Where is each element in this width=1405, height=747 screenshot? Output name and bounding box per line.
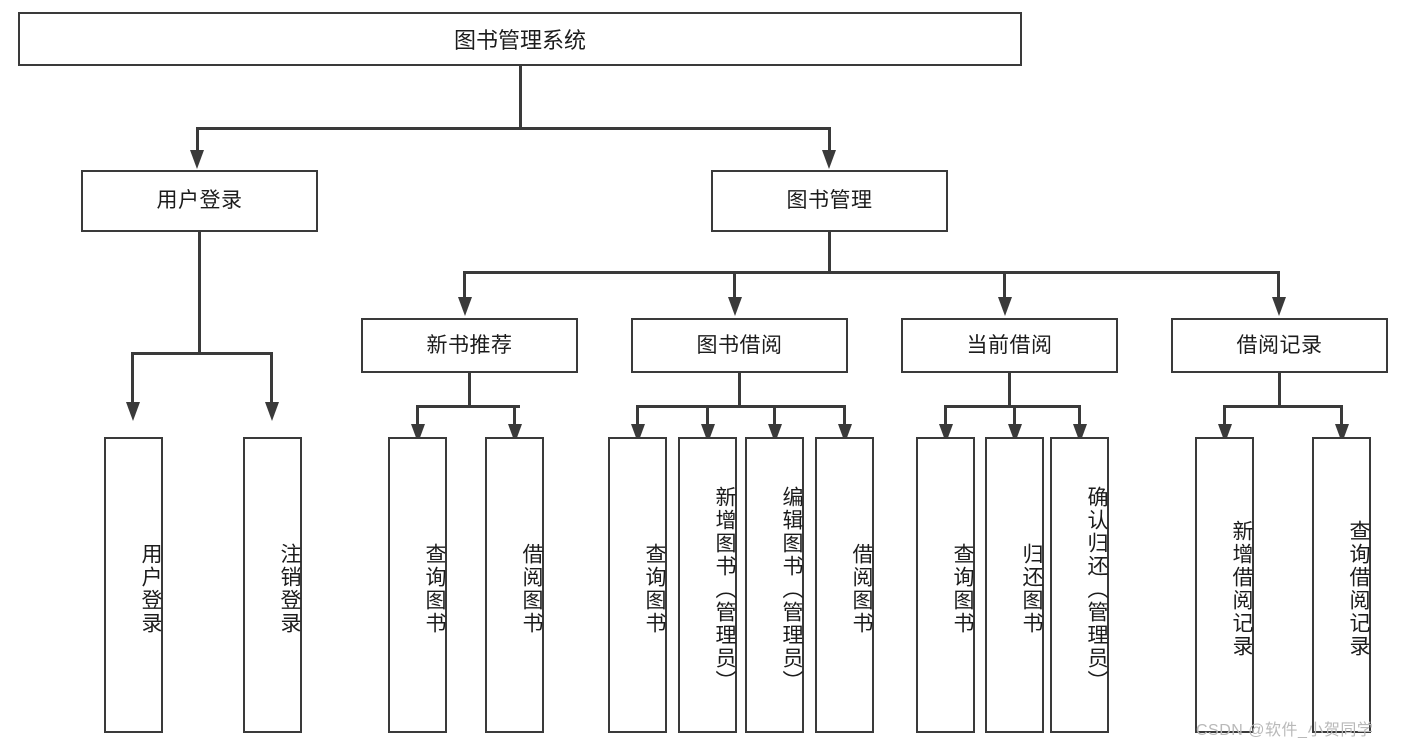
connector-new-book-drop-1 — [416, 405, 419, 427]
connector-book-borrow-drop-2 — [706, 405, 709, 427]
leaf-borrow-records-add-record[interactable]: 新增借阅记录 — [1195, 437, 1254, 733]
connector-level3-drop-3 — [1003, 271, 1006, 299]
leaf-label: 归还图书 — [1020, 543, 1043, 635]
connector-new-book-bus — [416, 405, 520, 408]
node-label: 图书借阅 — [696, 333, 783, 357]
connector-borrow-records-drop-2 — [1340, 405, 1343, 427]
connector-book-management-stem — [828, 232, 831, 272]
leaf-label: 确认归还（管理员） — [1085, 485, 1108, 693]
leaf-label: 查询图书 — [643, 543, 666, 635]
leaf-current-borrow-return-book[interactable]: 归还图书 — [985, 437, 1044, 733]
connector-current-borrow-stem — [1008, 373, 1011, 406]
leaf-book-borrow-edit-book-admin[interactable]: 编辑图书（管理员） — [745, 437, 804, 733]
arrowhead-level3-book-borrow — [728, 297, 742, 316]
node-current-borrow[interactable]: 当前借阅 — [901, 318, 1118, 373]
leaf-current-borrow-query-book[interactable]: 查询图书 — [916, 437, 975, 733]
watermark-text: CSDN @软件_小贺同学 — [1196, 722, 1374, 739]
connector-level3-bus — [463, 271, 1280, 274]
node-label: 图书管理 — [786, 189, 873, 213]
leaf-user-login-login[interactable]: 用户登录 — [104, 437, 163, 733]
connector-book-borrow-drop-4 — [843, 405, 846, 427]
connector-book-borrow-drop-1 — [636, 405, 639, 427]
connector-new-book-stem — [468, 373, 471, 406]
connector-book-borrow-drop-3 — [773, 405, 776, 427]
connector-borrow-records-bus — [1223, 405, 1342, 408]
arrowhead-root-to-book-management — [822, 150, 836, 169]
connector-root-to-book-management — [828, 127, 831, 153]
connector-user-login-stem — [198, 232, 201, 353]
connector-level3-drop-1 — [463, 271, 466, 299]
connector-new-book-drop-2 — [513, 405, 516, 427]
connector-borrow-records-stem — [1278, 373, 1281, 406]
node-label: 当前借阅 — [966, 333, 1053, 357]
connector-current-borrow-drop-1 — [944, 405, 947, 427]
node-borrow-records[interactable]: 借阅记录 — [1171, 318, 1388, 373]
arrowhead-level3-new-book — [458, 297, 472, 316]
connector-root-bus — [196, 127, 830, 130]
connector-root-to-user-login — [196, 127, 199, 153]
leaf-label: 查询借阅记录 — [1347, 520, 1370, 658]
leaf-label: 用户登录 — [139, 543, 162, 635]
leaf-book-borrow-query-book[interactable]: 查询图书 — [608, 437, 667, 733]
connector-current-borrow-bus — [944, 405, 1081, 408]
leaf-label: 借阅图书 — [850, 543, 873, 635]
connector-borrow-records-drop-1 — [1223, 405, 1226, 427]
leaf-label: 借阅图书 — [520, 543, 543, 635]
node-label: 借阅记录 — [1236, 333, 1323, 357]
connector-book-borrow-bus — [636, 405, 846, 408]
connector-level3-drop-2 — [733, 271, 736, 299]
connector-user-login-drop-2 — [270, 352, 273, 404]
arrowhead-user-login-leaf-1 — [126, 402, 140, 421]
leaf-label: 查询图书 — [951, 543, 974, 635]
leaf-book-borrow-borrow-book[interactable]: 借阅图书 — [815, 437, 874, 733]
node-new-book-recommend[interactable]: 新书推荐 — [361, 318, 578, 373]
node-label: 图书管理系统 — [453, 28, 586, 53]
arrowhead-level3-current-borrow — [998, 297, 1012, 316]
node-book-management[interactable]: 图书管理 — [711, 170, 948, 232]
leaf-book-borrow-add-book-admin[interactable]: 新增图书（管理员） — [678, 437, 737, 733]
arrowhead-root-to-user-login — [190, 150, 204, 169]
arrowhead-level3-borrow-records — [1272, 297, 1286, 316]
node-label: 用户登录 — [156, 189, 243, 213]
connector-root-stem — [519, 66, 522, 128]
connector-book-borrow-stem — [738, 373, 741, 406]
leaf-current-borrow-confirm-return-admin[interactable]: 确认归还（管理员） — [1050, 437, 1109, 733]
connector-user-login-drop-1 — [131, 352, 134, 404]
connector-current-borrow-drop-3 — [1078, 405, 1081, 427]
leaf-label: 查询图书 — [423, 543, 446, 635]
leaf-user-login-logout[interactable]: 注销登录 — [243, 437, 302, 733]
leaf-label: 新增图书（管理员） — [713, 485, 736, 693]
node-label: 新书推荐 — [426, 333, 513, 357]
node-book-borrow[interactable]: 图书借阅 — [631, 318, 848, 373]
connector-level3-drop-4 — [1277, 271, 1280, 299]
node-root-book-management-system[interactable]: 图书管理系统 — [18, 12, 1022, 66]
arrowhead-user-login-leaf-2 — [265, 402, 279, 421]
connector-user-login-bus — [131, 352, 272, 355]
leaf-label: 注销登录 — [278, 543, 301, 635]
leaf-new-book-borrow-book[interactable]: 借阅图书 — [485, 437, 544, 733]
connector-current-borrow-drop-2 — [1013, 405, 1016, 427]
leaf-borrow-records-query-record[interactable]: 查询借阅记录 — [1312, 437, 1371, 733]
node-user-login[interactable]: 用户登录 — [81, 170, 318, 232]
leaf-new-book-query-book[interactable]: 查询图书 — [388, 437, 447, 733]
leaf-label: 新增借阅记录 — [1230, 520, 1253, 658]
leaf-label: 编辑图书（管理员） — [780, 485, 803, 693]
